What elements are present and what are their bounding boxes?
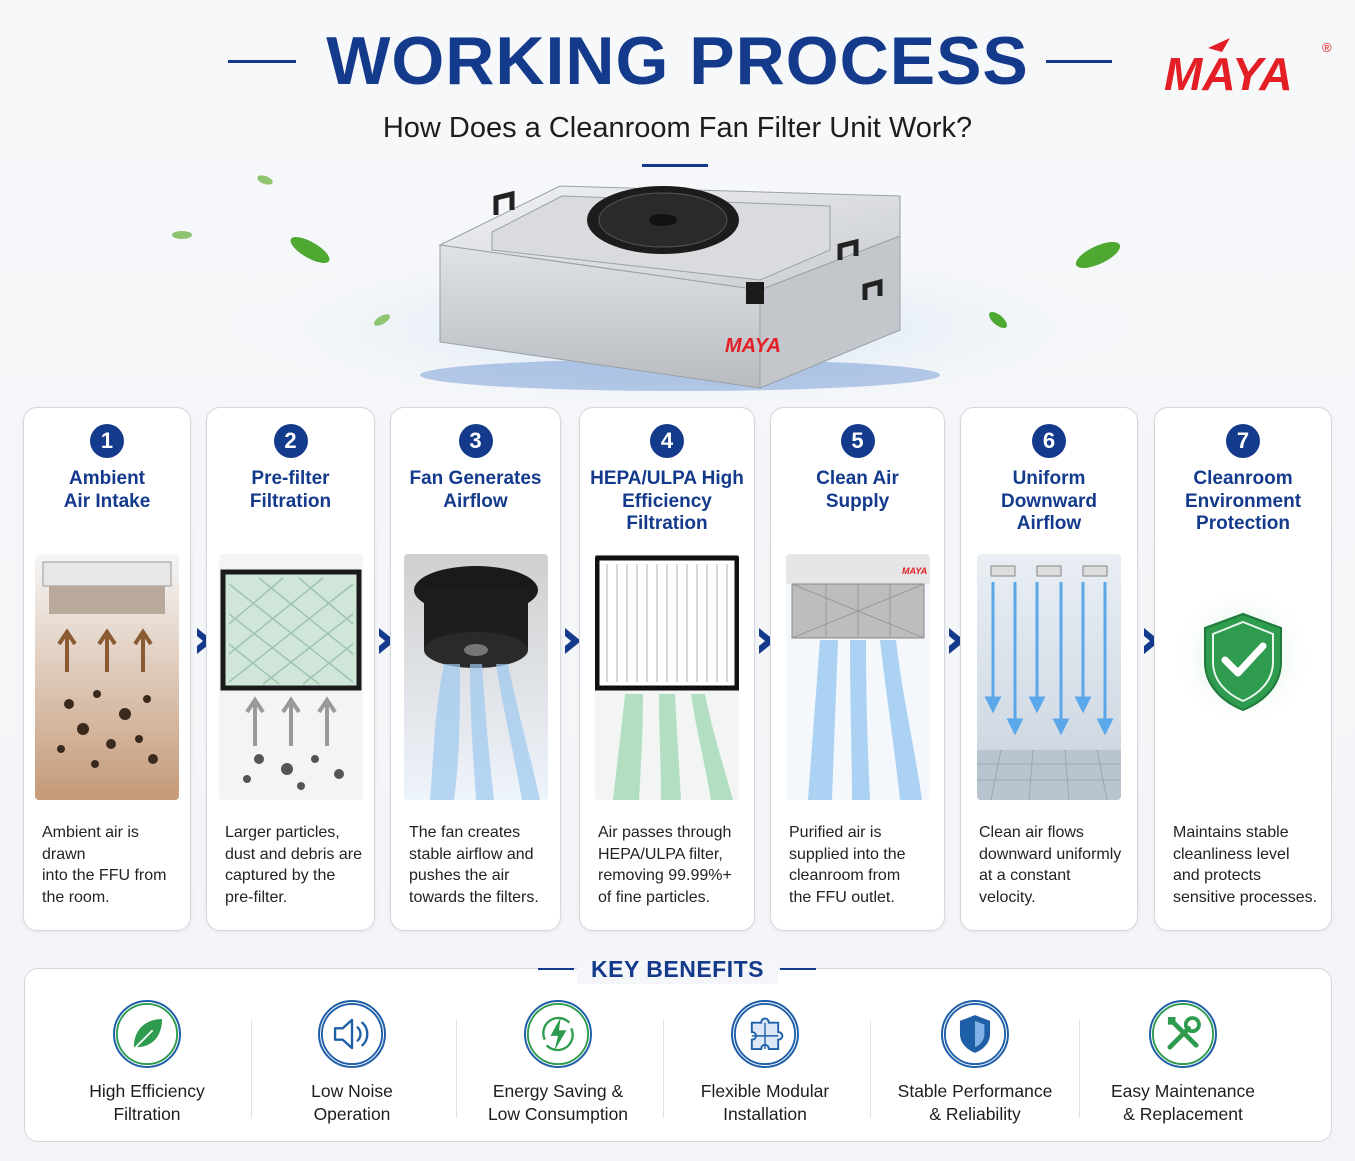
title-decor-line-right bbox=[1046, 60, 1112, 63]
benefit-divider bbox=[251, 1020, 252, 1118]
step-number: 3 bbox=[458, 424, 493, 458]
benefit-easy-maintenance: Easy Maintenance& Replacement bbox=[1083, 1000, 1283, 1126]
benefit-divider bbox=[870, 1020, 871, 1118]
subtitle-underline bbox=[642, 164, 708, 167]
energy-bolt-icon bbox=[524, 1000, 592, 1068]
step-number: 7 bbox=[1226, 424, 1260, 458]
logo-text: MAYA bbox=[1164, 48, 1293, 100]
hepa-filter-image bbox=[595, 554, 739, 800]
leaf-icon bbox=[113, 1000, 181, 1068]
registered-mark: ® bbox=[1322, 40, 1332, 55]
fan-airflow-image bbox=[403, 554, 548, 800]
clean-air-supply-image: MAYA bbox=[785, 554, 930, 800]
benefits-title: KEY BENEFITS bbox=[577, 954, 778, 984]
page-subtitle: How Does a Cleanroom Fan Filter Unit Wor… bbox=[382, 112, 973, 144]
shield-icon bbox=[941, 1000, 1009, 1068]
benefit-divider bbox=[663, 1020, 664, 1118]
benefit-stable-performance: Stable Performance& Reliability bbox=[875, 1000, 1075, 1126]
shield-check-icon bbox=[1171, 554, 1315, 800]
benefit-energy-saving: Energy Saving &Low Consumption bbox=[458, 1000, 658, 1126]
tools-icon bbox=[1149, 1000, 1217, 1068]
header: WORKING PROCESS bbox=[0, 22, 1355, 102]
unit-logo-text: MAYA bbox=[902, 566, 927, 576]
benefit-divider bbox=[456, 1020, 457, 1118]
step-number: 6 bbox=[1032, 424, 1066, 458]
chevron-right-icon bbox=[759, 628, 775, 654]
benefits-decor-line-left bbox=[538, 968, 574, 970]
benefits-decor-line-right bbox=[780, 968, 816, 970]
title-decor-line-left bbox=[228, 60, 296, 63]
step-number: 5 bbox=[840, 424, 875, 458]
maya-logo: MAYA ® bbox=[1164, 38, 1332, 100]
chevron-right-icon bbox=[949, 628, 965, 654]
benefits-title-wrap: KEY BENEFITS bbox=[0, 954, 1355, 984]
hero-logo-text: MAYA bbox=[725, 335, 781, 357]
downward-airflow-image bbox=[977, 554, 1121, 800]
chevron-right-icon bbox=[379, 628, 395, 654]
ffu-hero-image: MAYA bbox=[172, 175, 1150, 400]
step-number: 2 bbox=[273, 424, 308, 458]
puzzle-icon bbox=[731, 1000, 799, 1068]
page-title: WORKING PROCESS bbox=[326, 23, 1029, 99]
chevron-right-icon bbox=[1144, 628, 1160, 654]
speaker-icon bbox=[318, 1000, 386, 1068]
step-number: 1 bbox=[90, 424, 124, 458]
pre-filter-image bbox=[218, 554, 363, 800]
chevron-right-icon bbox=[565, 628, 581, 654]
ambient-air-intake-image bbox=[35, 554, 179, 800]
benefit-divider bbox=[1079, 1020, 1080, 1118]
key-benefits-panel bbox=[24, 968, 1332, 1142]
chevron-right-icon bbox=[197, 628, 213, 654]
step-number: 4 bbox=[650, 424, 684, 458]
